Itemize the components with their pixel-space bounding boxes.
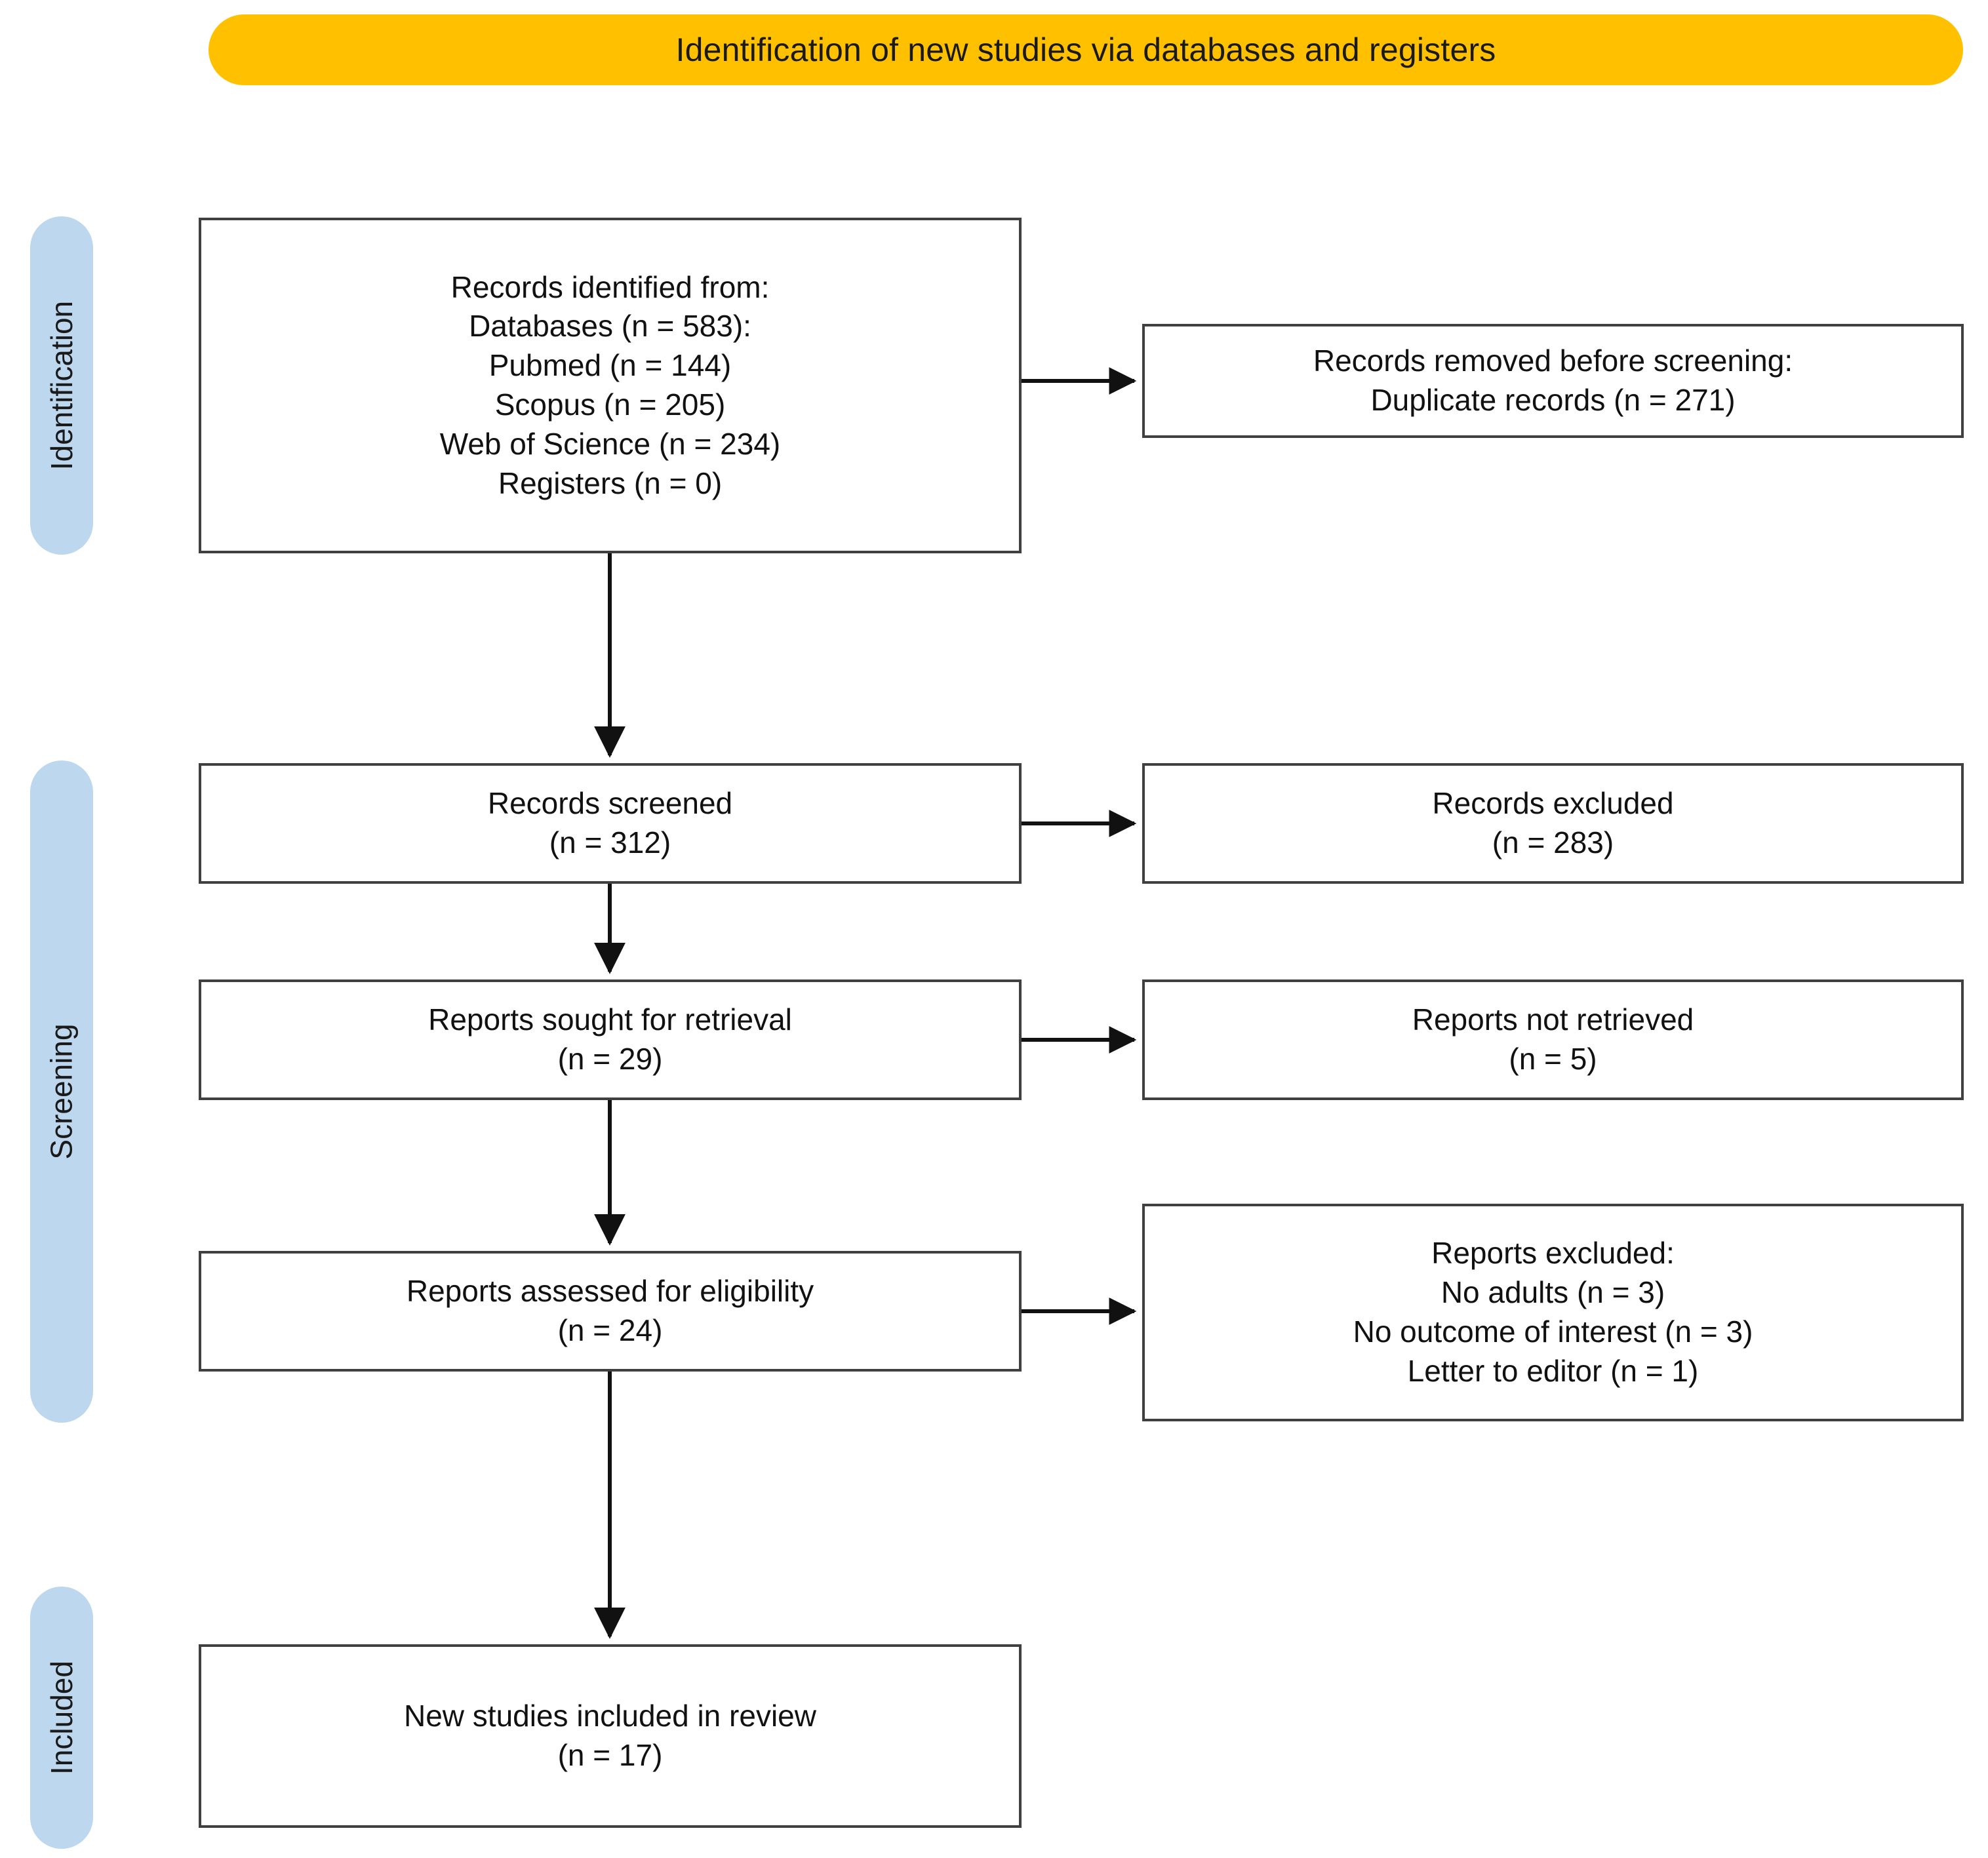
box-text-line: Databases (n = 583): (469, 309, 751, 344)
box-text-line: (n = 283) (1492, 825, 1614, 860)
box-text-line: Records excluded (1432, 786, 1674, 821)
box-reports-sought-for-retrieval: Reports sought for retrieval (n = 29) (199, 979, 1022, 1100)
box-text-line: Letter to editor (n = 1) (1407, 1353, 1699, 1388)
box-text-line: No outcome of interest (n = 3) (1353, 1314, 1753, 1349)
box-reports-assessed-for-eligibility: Reports assessed for eligibility (n = 24) (199, 1251, 1022, 1372)
box-reports-not-retrieved: Reports not retrieved (n = 5) (1142, 979, 1964, 1100)
box-new-studies-included-in-review: New studies included in review (n = 17) (199, 1644, 1022, 1828)
box-text-line: New studies included in review (404, 1699, 816, 1733)
box-text-line: Records removed before screening: (1313, 344, 1793, 378)
box-records-identified: Records identified from: Databases (n = 5… (199, 218, 1022, 553)
stage-label-screening-text: Screening (45, 1023, 79, 1160)
box-records-excluded: Records excluded (n = 283) (1142, 763, 1964, 884)
box-records-removed-before-screening: Records removed before screening: Duplica… (1142, 324, 1964, 438)
diagram-title-banner: Identification of new studies via databa… (209, 14, 1963, 85)
box-text-line: Web of Science (n = 234) (439, 426, 781, 461)
box-text-line: Records identified from: (450, 269, 770, 304)
stage-label-identification: Identification (30, 216, 93, 555)
box-text-line: (n = 17) (557, 1738, 663, 1772)
box-text-line: (n = 29) (557, 1042, 663, 1076)
stage-label-included-text: Included (45, 1661, 79, 1775)
box-text-line: (n = 24) (557, 1313, 663, 1347)
box-text-line: Duplicate records (n = 271) (1370, 383, 1736, 417)
box-text-line: Reports not retrieved (1412, 1002, 1694, 1037)
box-text-line: Reports sought for retrieval (428, 1002, 792, 1037)
box-records-screened: Records screened (n = 312) (199, 763, 1022, 884)
box-text-line: (n = 5) (1509, 1042, 1597, 1076)
box-reports-excluded: Reports excluded: No adults (n = 3) No out… (1142, 1204, 1964, 1421)
stage-label-identification-text: Identification (45, 300, 79, 471)
box-text-line: Records screened (487, 786, 733, 821)
box-text-line: Pubmed (n = 144) (488, 348, 732, 383)
box-text-line: Reports excluded: (1431, 1236, 1675, 1271)
box-text-line: Scopus (n = 205) (494, 387, 726, 422)
box-text-line: Reports assessed for eligibility (406, 1274, 814, 1309)
box-text-line: Registers (n = 0) (498, 465, 723, 500)
stage-label-screening: Screening (30, 761, 93, 1423)
stage-label-included: Included (30, 1587, 93, 1849)
diagram-title: Identification of new studies via databa… (675, 31, 1496, 68)
box-text-line: (n = 312) (549, 825, 671, 860)
box-text-line: No adults (n = 3) (1441, 1275, 1665, 1310)
